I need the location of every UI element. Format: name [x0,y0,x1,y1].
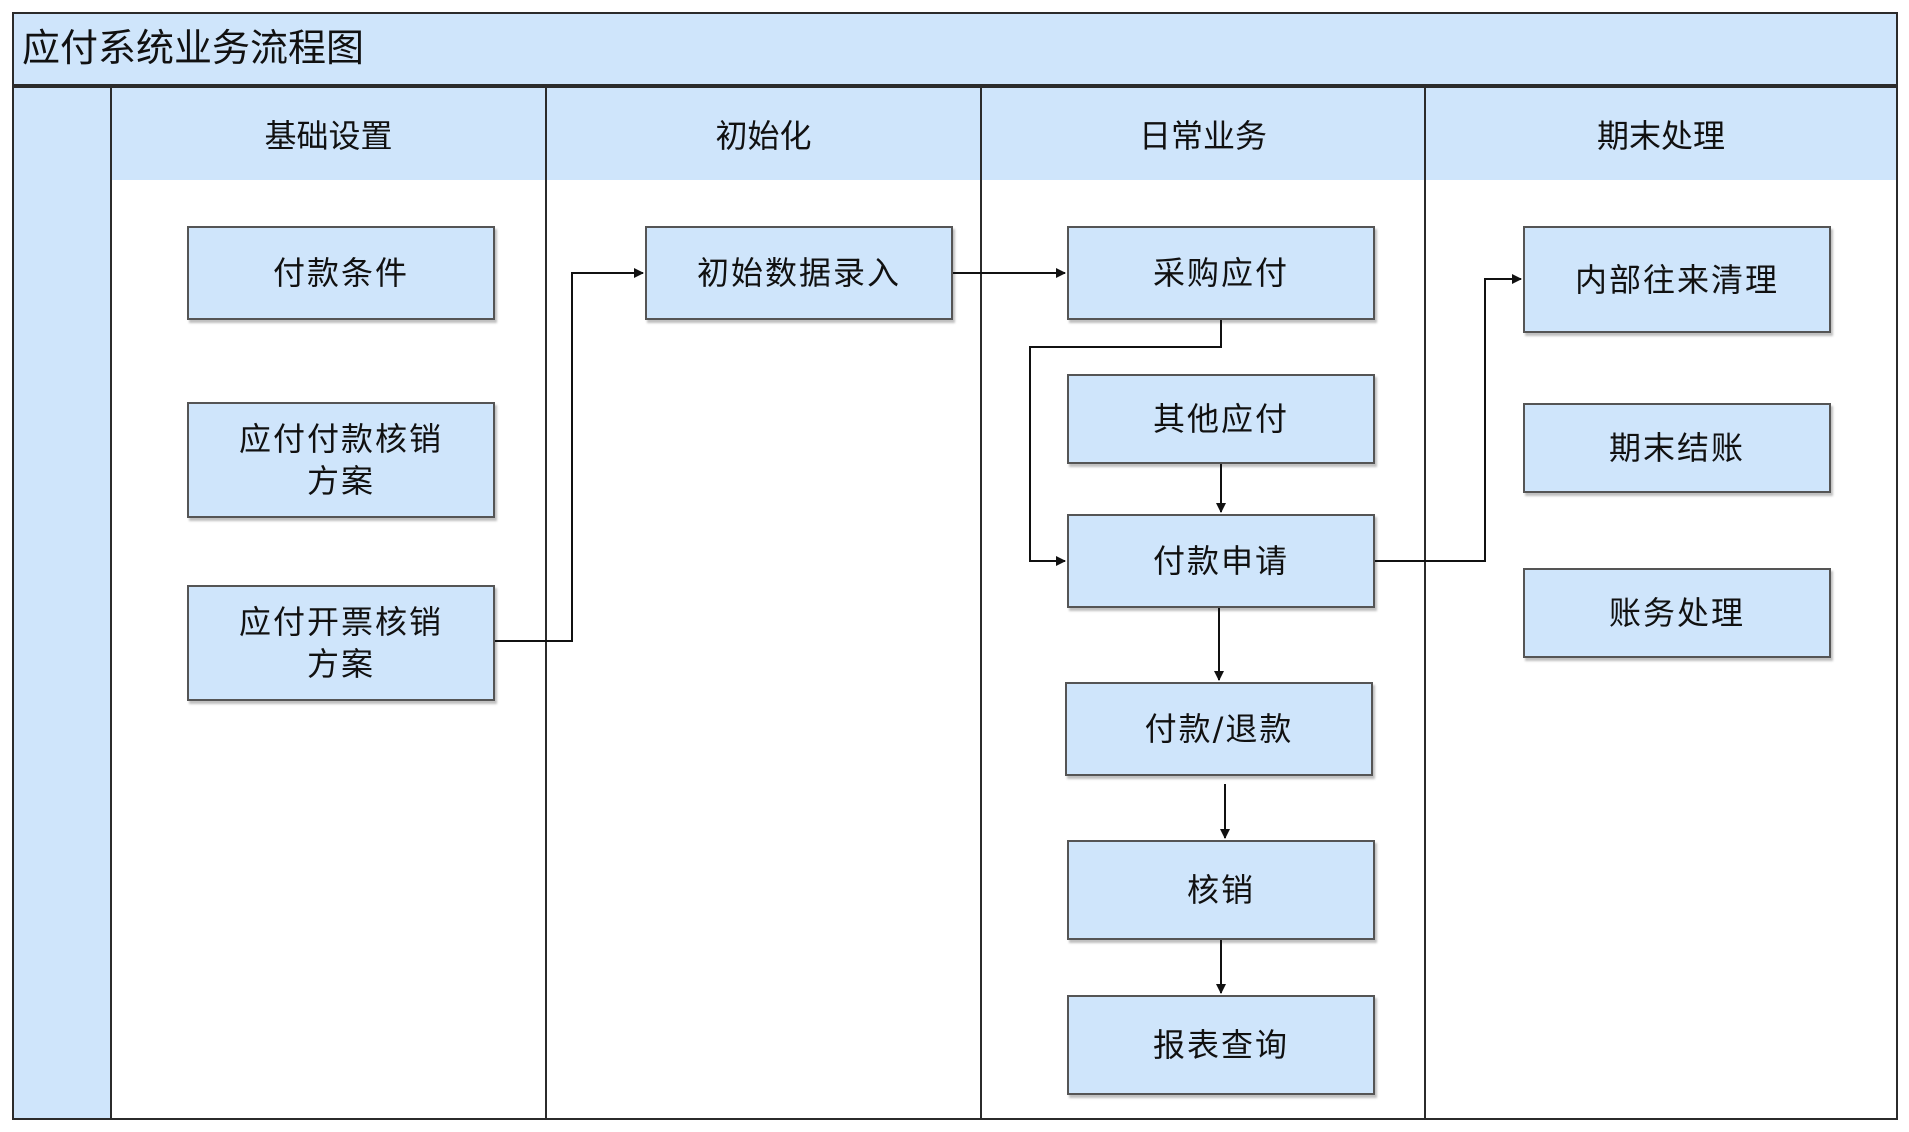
node-ap-payment-writeoff-plan: 应付付款核销 方案 [187,402,495,518]
node-writeoff: 核销 [1067,840,1375,940]
lane-header-period-end: 期末处理 [1424,86,1898,182]
lane-header-basic-settings: 基础设置 [110,86,547,182]
node-payment-request: 付款申请 [1067,514,1375,608]
node-ap-invoice-writeoff-plan: 应付开票核销 方案 [187,585,495,701]
side-lane [12,86,112,1120]
lane-initialization [545,180,982,1120]
page-title: 应付系统业务流程图 [12,12,1898,86]
node-payment-terms: 付款条件 [187,226,495,320]
lane-header-daily-business: 日常业务 [980,86,1426,182]
node-report-query: 报表查询 [1067,995,1375,1095]
node-payment-refund: 付款/退款 [1065,682,1373,776]
lane-header-initialization: 初始化 [545,86,982,182]
node-purchase-payable: 采购应付 [1067,226,1375,320]
node-accounting-processing: 账务处理 [1523,568,1831,658]
node-internal-clearing: 内部往来清理 [1523,226,1831,333]
node-other-payable: 其他应付 [1067,374,1375,464]
lane-daily-business [980,180,1426,1120]
node-initial-data-entry: 初始数据录入 [645,226,953,320]
node-period-close: 期末结账 [1523,403,1831,493]
